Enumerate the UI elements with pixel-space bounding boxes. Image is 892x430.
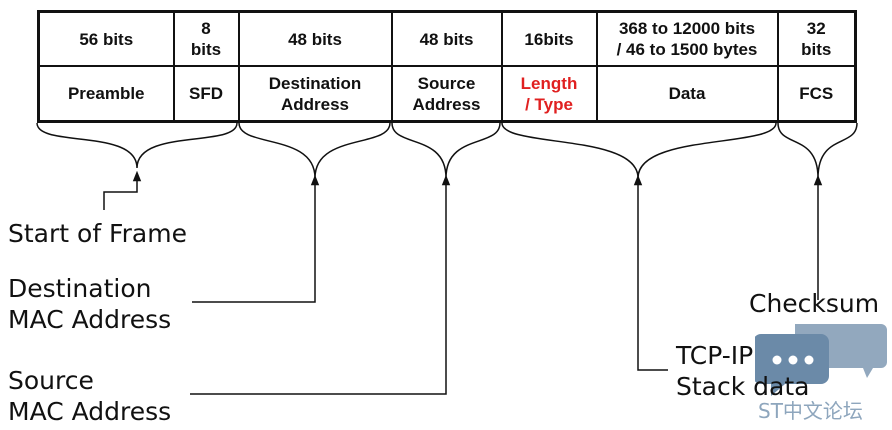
field-name-source: Source Address <box>390 65 503 123</box>
field-size-data: 368 to 12000 bits / 46 to 1500 bytes <box>595 10 779 67</box>
connector-start-of-frame <box>103 170 142 210</box>
chat-bubbles-icon <box>755 324 887 396</box>
brace-length-data <box>501 122 777 179</box>
field-size-source: 48 bits <box>390 10 503 67</box>
connector-destination-mac <box>192 174 320 303</box>
field-size-preamble: 56 bits <box>37 10 175 67</box>
field-name-data: Data <box>595 65 779 123</box>
field-name-fcs: FCS <box>776 65 857 123</box>
field-name-row: Preamble SFD Destination Address Source … <box>37 65 857 123</box>
brace-preamble-sfd <box>36 122 238 169</box>
connector-source-mac <box>190 174 451 395</box>
field-name-length-type: Length / Type <box>500 65 598 123</box>
label-destination-mac: Destination MAC Address <box>8 274 172 334</box>
ethernet-frame-table: 56 bits 8 bits 48 bits 48 bits 16bits 36… <box>37 10 857 123</box>
label-checksum: Checksum <box>749 289 880 318</box>
field-size-length-type: 16bits <box>500 10 598 67</box>
field-size-fcs: 32 bits <box>776 10 857 67</box>
field-name-sfd: SFD <box>172 65 240 123</box>
label-source-mac: Source MAC Address <box>8 366 172 426</box>
connector-tcp-ip <box>633 174 668 371</box>
field-name-destination: Destination Address <box>237 65 393 123</box>
brace-fcs <box>777 122 858 179</box>
brace-source <box>391 122 501 179</box>
field-size-row: 56 bits 8 bits 48 bits 48 bits 16bits 36… <box>37 10 857 67</box>
brace-destination <box>238 122 391 179</box>
field-size-destination: 48 bits <box>237 10 393 67</box>
label-start-of-frame: Start of Frame <box>8 219 187 248</box>
label-tcp-ip: TCP-IP Stack data <box>676 341 810 401</box>
field-name-preamble: Preamble <box>37 65 175 123</box>
watermark-text: ST中文论坛 <box>758 399 863 423</box>
field-size-sfd: 8 bits <box>172 10 240 67</box>
